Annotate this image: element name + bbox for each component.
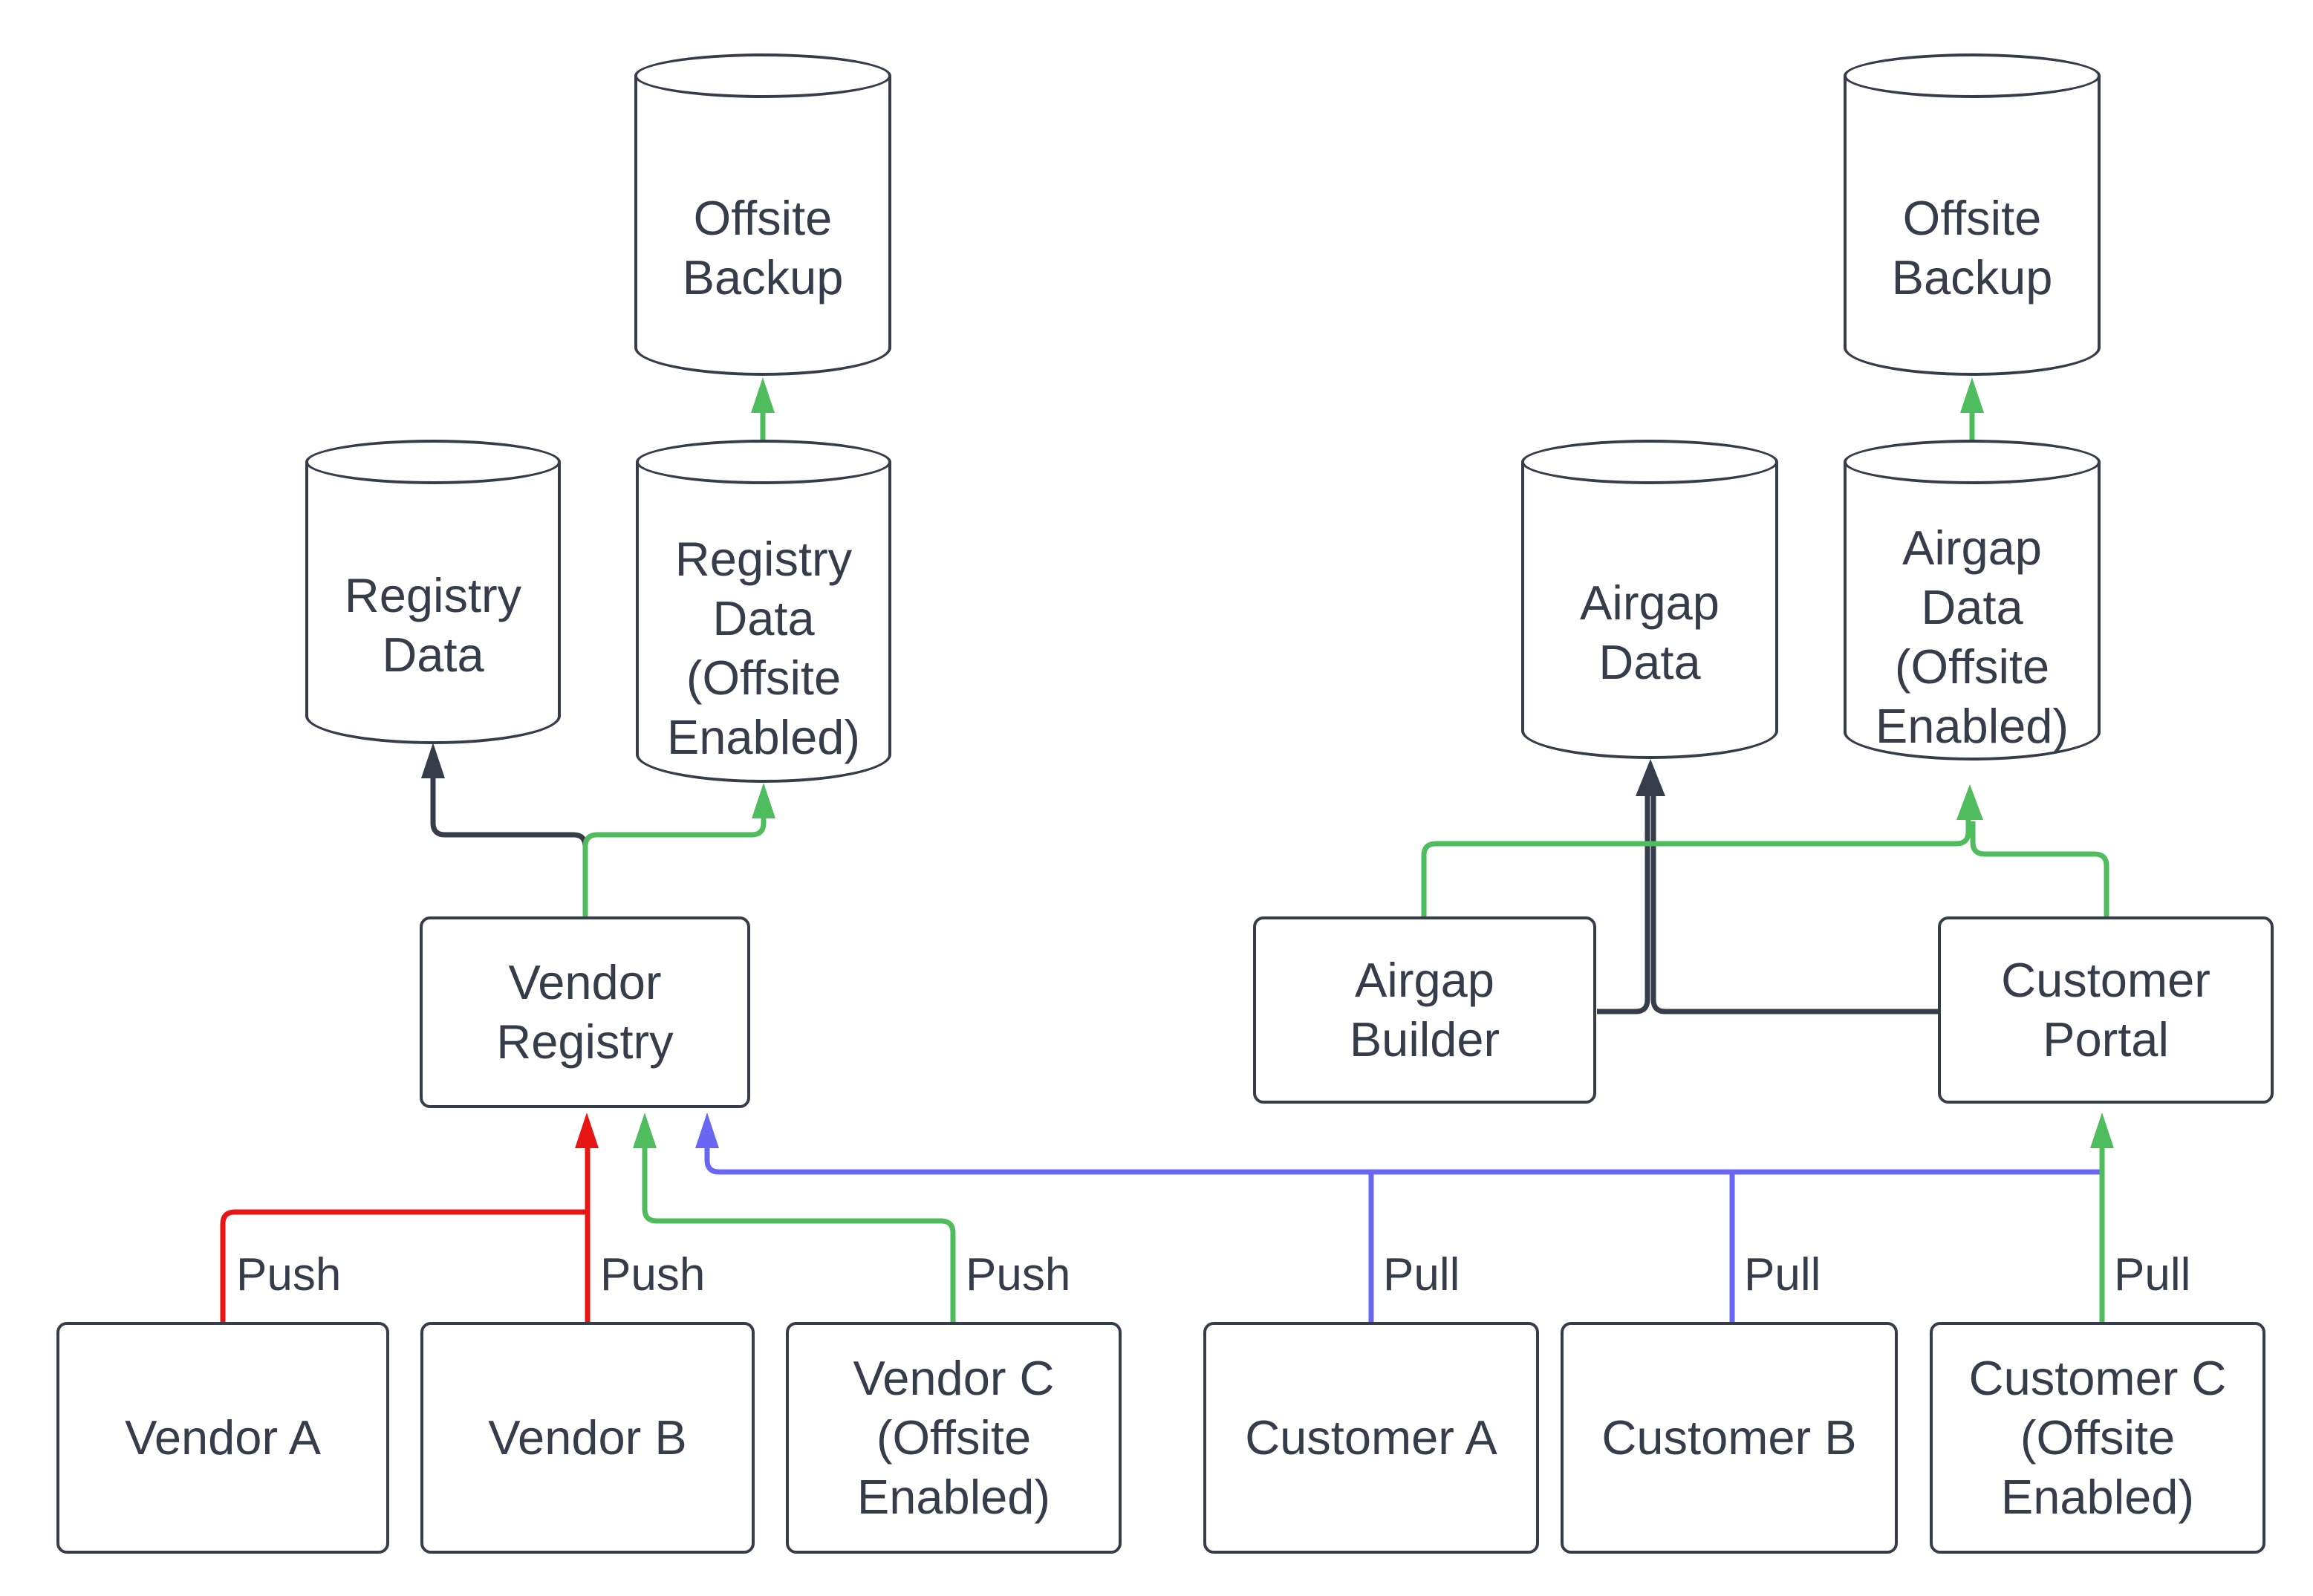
edge-customer-portal-to-airgap-offsite [1970,821,2109,916]
edge-label-pull-customer-b: Pull [1744,1249,1821,1300]
edge-label-pull-customer-c: Pull [2114,1249,2191,1300]
arrowhead-customer-portal [2090,1113,2114,1148]
edge-customers-pull-trunk [704,1148,2102,1175]
arrowhead-registry-data [421,743,445,778]
node-vendor-b: Vendor B [420,1322,755,1554]
edge-vendor-a-push [220,1209,588,1322]
edge-vendor-c-push [642,1148,956,1322]
arrowhead-airgap-offsite [1956,784,1983,820]
node-vendor-a: Vendor A [56,1322,389,1554]
arrowhead-vendor-registry-red [575,1113,599,1148]
edge-label-push-vendor-b: Push [600,1249,706,1300]
arrowhead-offsite-backup-right [1960,377,1984,413]
arrowhead-vendor-registry-blue [695,1113,719,1148]
edge-label-push-vendor-c: Push [966,1249,1071,1300]
arrowhead-vendor-registry-green [633,1113,657,1148]
arrowhead-offsite-backup-left [751,377,775,413]
edge-airgap-builder-to-airgap-offsite [1421,820,1971,916]
edge-label-pull-customer-a: Pull [1383,1249,1460,1300]
edge-label-push-vendor-a: Push [236,1249,342,1300]
arrowhead-airgap-data [1636,759,1665,796]
arrowhead-registry-data-offsite [752,783,775,818]
edge-airgap-builder-to-airgap-data [1597,796,1650,1014]
node-customer-a: Customer A [1203,1322,1539,1554]
edge-customer-portal-to-airgap-data [1650,796,1938,1014]
node-customer-b: Customer B [1561,1322,1898,1554]
edge-vendor-registry-to-registry-data [430,778,588,916]
edge-vendor-registry-to-registry-data-offsite [582,818,767,916]
